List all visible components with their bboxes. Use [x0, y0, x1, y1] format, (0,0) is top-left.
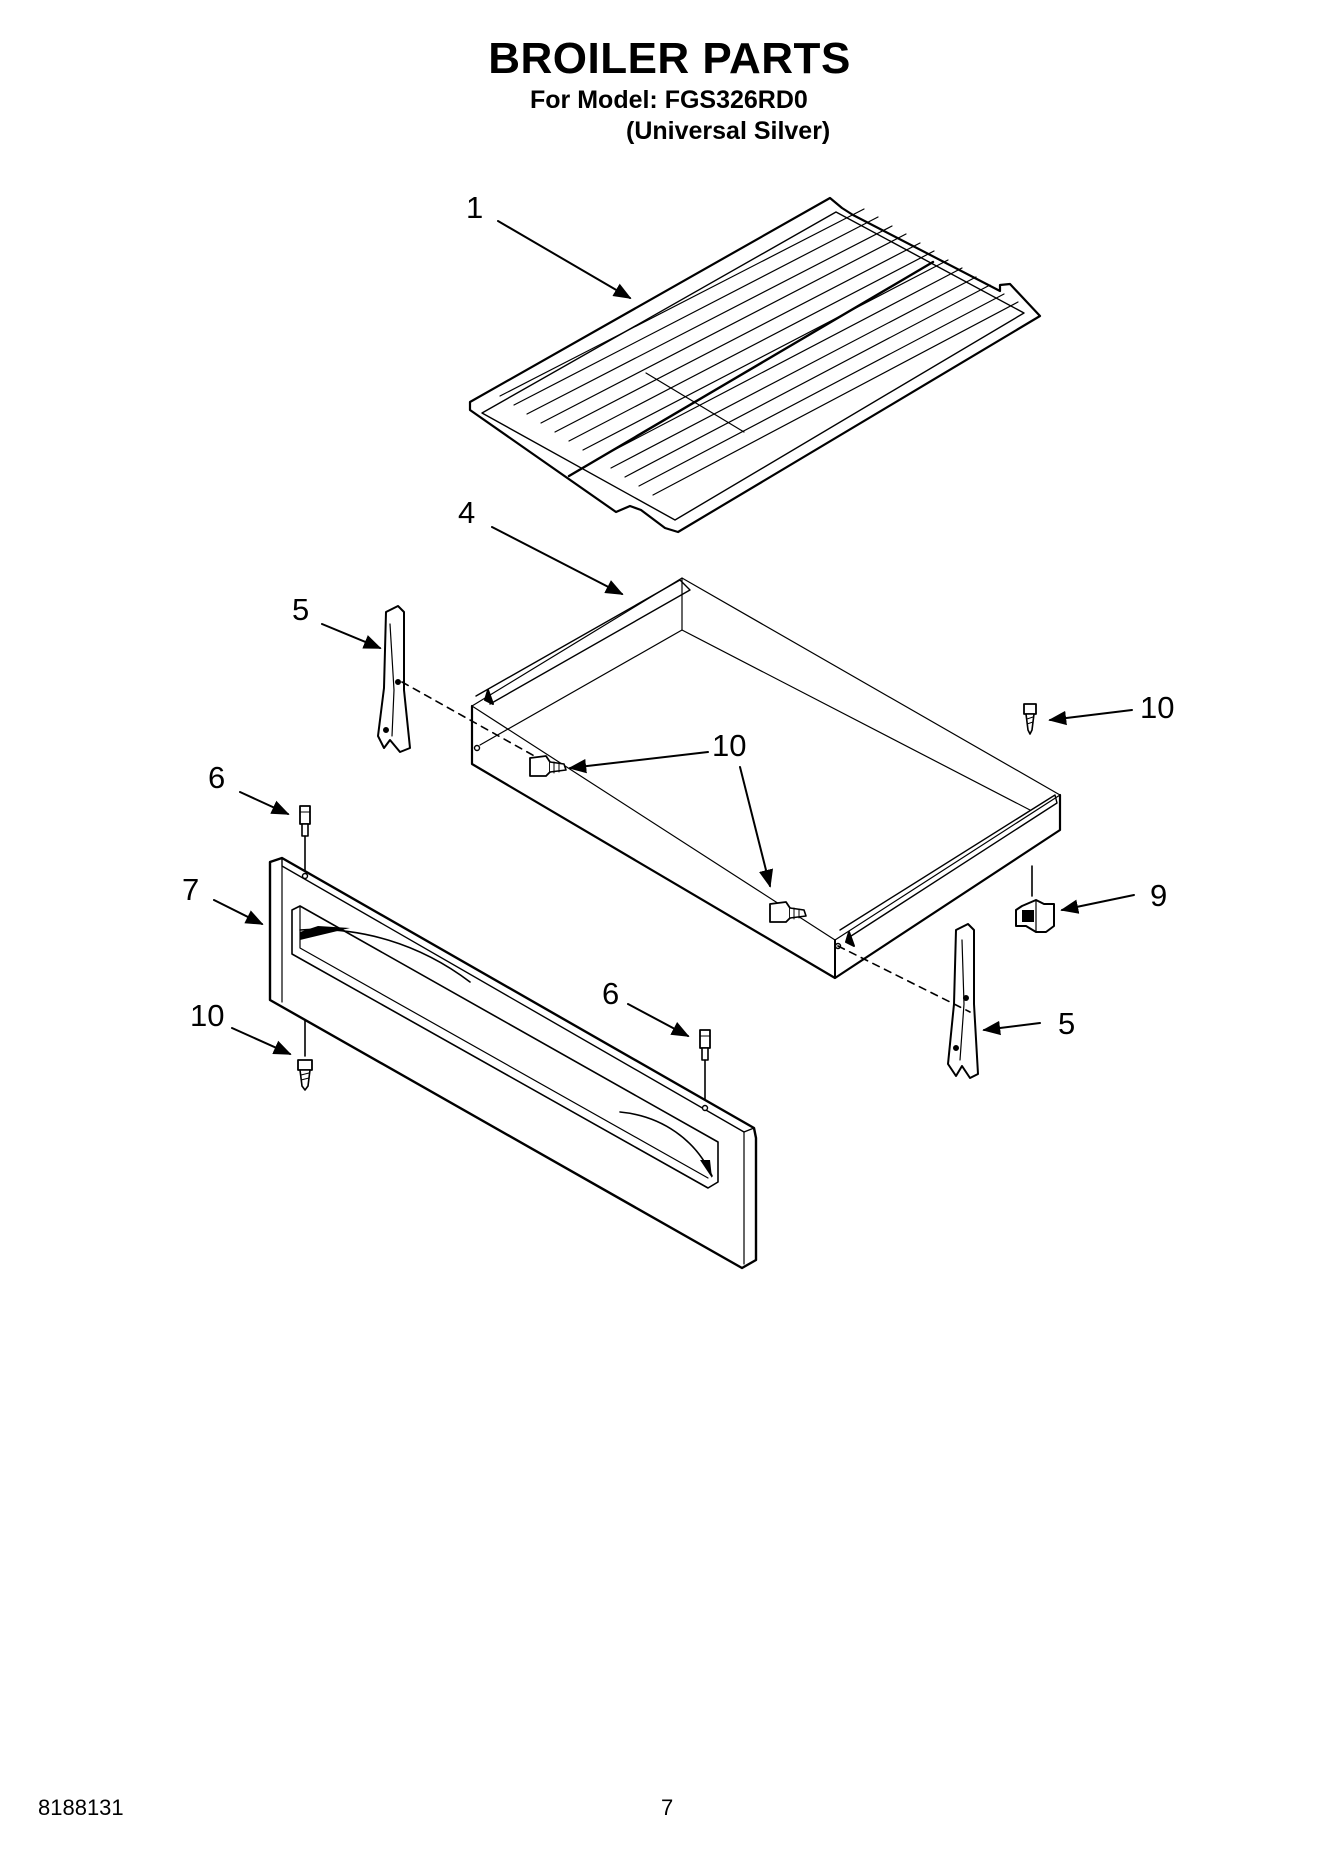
- side-support-right: [948, 924, 978, 1078]
- part-number: 8188131: [38, 1795, 124, 1820]
- leader-arrow-1: [498, 221, 632, 298]
- screw-bottom-left: [298, 1060, 312, 1090]
- callout-10-top-right: 10: [1140, 690, 1175, 725]
- leader-arrow-10-center-a: [568, 752, 708, 774]
- callout-1: 1: [466, 190, 484, 225]
- dashed-alignment-left: [402, 682, 538, 758]
- callout-6-left: 6: [208, 760, 226, 795]
- dashed-alignment-right: [838, 946, 970, 1012]
- callout-4: 4: [458, 495, 476, 530]
- leader-arrow-9: [1060, 895, 1134, 914]
- bracket-clip: [1016, 866, 1054, 932]
- screw-pan-front: [770, 902, 806, 922]
- callout-6-middle: 6: [602, 976, 620, 1011]
- callout-10-bottom-left: 10: [190, 998, 225, 1033]
- variant-line: (Universal Silver): [626, 117, 831, 145]
- leader-arrow-5-right: [982, 1020, 1040, 1036]
- leader-arrow-10-bottom-left: [232, 1028, 292, 1054]
- leader-arrow-4: [492, 527, 624, 594]
- callout-7: 7: [182, 872, 200, 907]
- side-support-left: [378, 606, 410, 752]
- leader-arrow-10-top-right: [1048, 710, 1132, 726]
- leader-arrow-7: [214, 900, 264, 924]
- drawer-panel: [270, 858, 756, 1268]
- callout-5-right: 5: [1058, 1006, 1076, 1041]
- screw-top-right: [1024, 704, 1036, 734]
- page-number: 7: [661, 1795, 674, 1820]
- leader-arrow-10-center-b: [740, 767, 774, 888]
- leader-arrow-5-left: [322, 624, 382, 648]
- page-title: BROILER PARTS: [488, 34, 851, 83]
- model-line: For Model: FGS326RD0: [530, 86, 808, 114]
- broiler-grid: [470, 198, 1040, 532]
- broiler-pan: [472, 578, 1060, 978]
- callout-5-left: 5: [292, 592, 310, 627]
- stud-middle: [700, 1030, 710, 1060]
- stud-left: [300, 806, 310, 836]
- leader-arrow-6-middle: [628, 1004, 690, 1036]
- callout-10-center: 10: [712, 728, 747, 763]
- screw-pan-left: [530, 756, 566, 776]
- leader-arrow-6-left: [240, 792, 290, 814]
- callout-9: 9: [1150, 878, 1168, 913]
